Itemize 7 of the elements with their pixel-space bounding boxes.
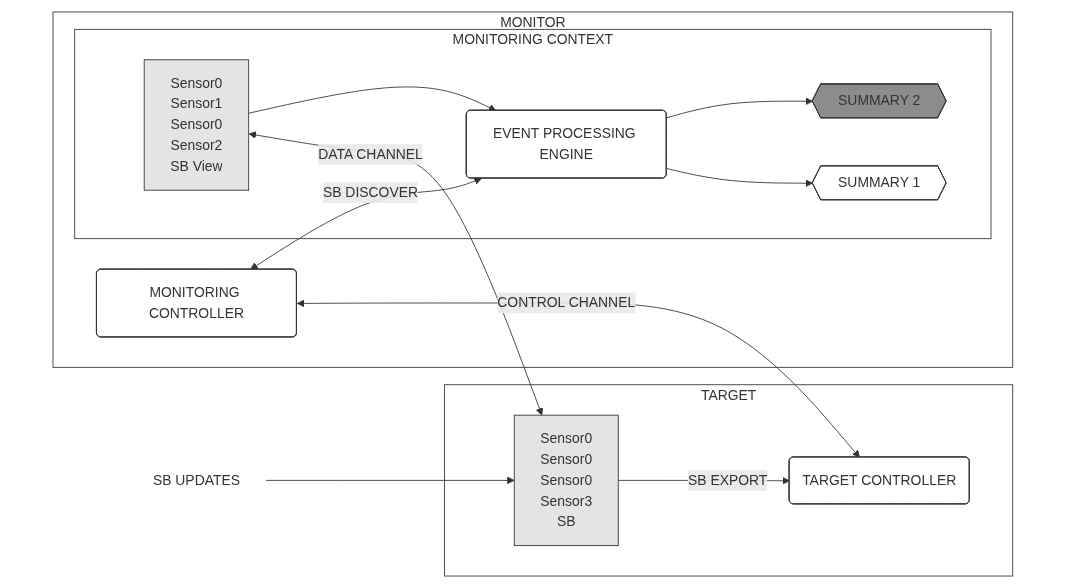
- node-box: Sensor0 Sensor0 Sensor0 Sensor3 SB: [513, 414, 619, 547]
- edge-label: DATA CHANNEL: [317, 146, 423, 162]
- node-box: Sensor0 Sensor1 Sensor0 Sensor2 SB View: [143, 59, 249, 191]
- edge-label: CONTROL CHANNEL: [496, 295, 635, 310]
- node-text: SB UPDATES: [152, 472, 240, 488]
- edge-label: SB EXPORT: [687, 472, 767, 488]
- edge-label: SB DISCOVER: [322, 184, 418, 200]
